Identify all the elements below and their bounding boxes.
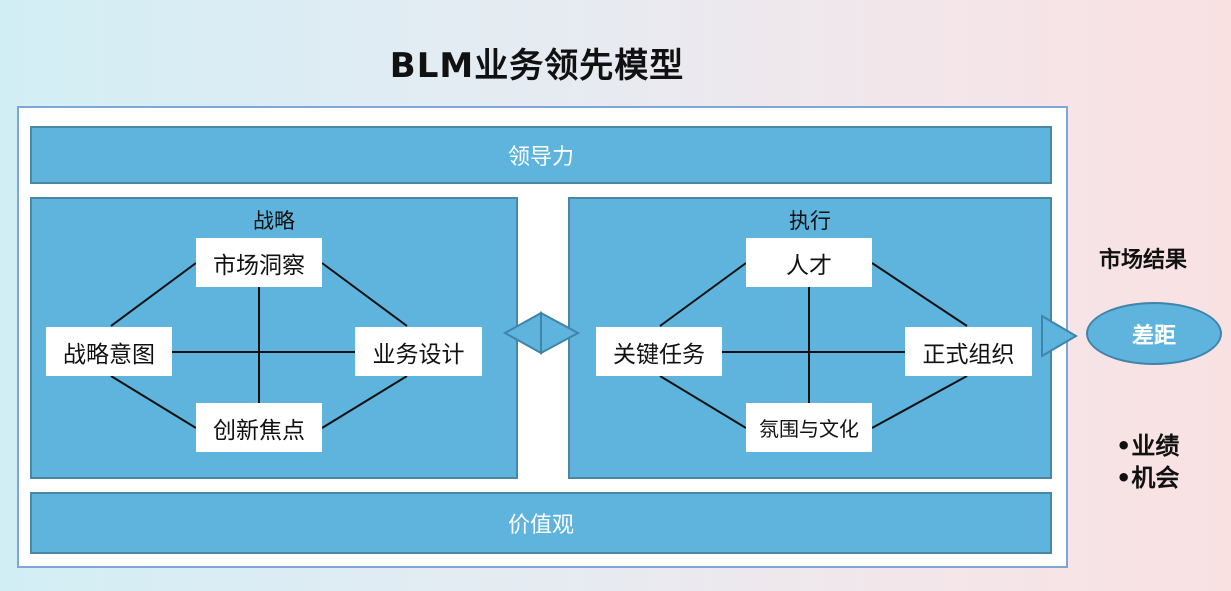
node-climate-culture: 氛围与文化 bbox=[746, 403, 872, 452]
node-innovation-focus: 创新焦点 bbox=[196, 403, 322, 452]
node-market-insight: 市场洞察 bbox=[196, 238, 322, 287]
node-formal-organization: 正式组织 bbox=[905, 327, 1032, 376]
bullet-opportunity: •机会 bbox=[1116, 464, 1180, 492]
strategy-title: 战略 bbox=[253, 209, 295, 233]
node-talent: 人才 bbox=[746, 238, 872, 287]
values-band: 价值观 bbox=[30, 492, 1052, 554]
execution-title: 执行 bbox=[789, 209, 831, 233]
gap-ellipse: 差距 bbox=[1086, 302, 1222, 365]
node-strategic-intent: 战略意图 bbox=[46, 327, 172, 376]
diagram-title: BLM业务领先模型 bbox=[389, 46, 685, 86]
node-critical-tasks: 关键任务 bbox=[596, 327, 722, 376]
bullet-performance: •业绩 bbox=[1116, 432, 1180, 460]
leadership-band: 领导力 bbox=[30, 126, 1052, 184]
node-business-design: 业务设计 bbox=[355, 327, 482, 376]
market-result-title: 市场结果 bbox=[1099, 248, 1188, 273]
